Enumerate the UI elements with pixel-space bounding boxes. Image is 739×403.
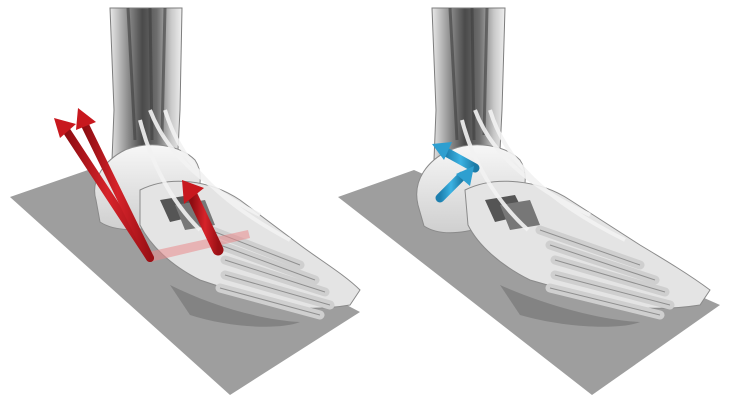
left-panel bbox=[10, 8, 360, 395]
right-panel bbox=[338, 8, 720, 395]
